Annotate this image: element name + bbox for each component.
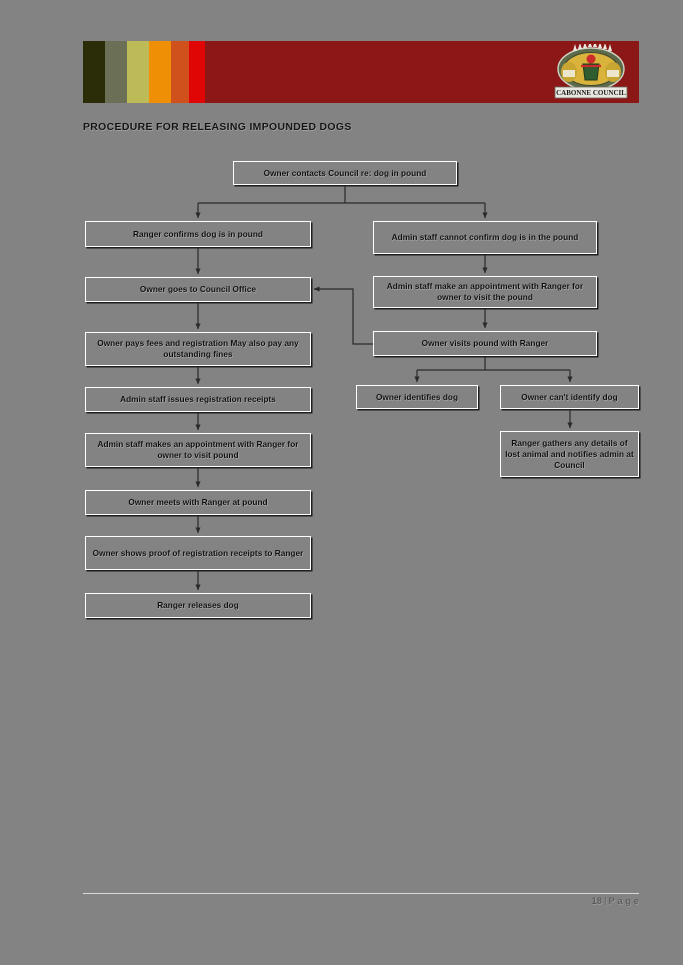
node-owner-shows-proof[interactable]: Owner shows proof of registration receip…: [85, 536, 311, 570]
page-word: P a g e: [608, 896, 639, 907]
node-label: Admin staff issues registration receipts: [120, 394, 276, 404]
page-number-value: 18: [591, 896, 603, 907]
footer-page-number: 18|P a g e: [592, 896, 640, 907]
stripe-dark-orange: [171, 41, 189, 103]
node-ranger-confirms-dog[interactable]: Ranger confirms dog is in pound: [85, 221, 311, 247]
node-label: Ranger releases dog: [157, 600, 239, 610]
cabonne-council-crest-icon: CABONNE COUNCIL: [554, 44, 628, 99]
node-admin-makes-appointment[interactable]: Admin staff makes an appointment with Ra…: [85, 433, 311, 467]
node-label: Admin staff make an appointment with Ran…: [386, 281, 584, 302]
header-banner: CABONNE COUNCIL: [83, 41, 639, 103]
page-title: PROCEDURE FOR RELEASING IMPOUNDED DOGS: [83, 121, 352, 133]
node-label: Owner meets with Ranger at pound: [128, 497, 268, 507]
node-label: Admin staff makes an appointment with Ra…: [97, 439, 299, 460]
node-owner-goes-to-office[interactable]: Owner goes to Council Office: [85, 277, 311, 302]
node-admin-issues-receipts[interactable]: Admin staff issues registration receipts: [85, 387, 311, 412]
node-owner-contacts-council[interactable]: Owner contacts Council re: dog in pound: [233, 161, 457, 185]
node-label: Owner visits pound with Ranger: [421, 338, 549, 348]
node-label: Owner goes to Council Office: [139, 284, 257, 294]
node-admin-cannot-confirm[interactable]: Admin staff cannot confirm dog is in the…: [373, 221, 597, 254]
stripe-orange: [149, 41, 171, 103]
stripe-gray-green: [105, 41, 127, 103]
node-owner-identifies-dog[interactable]: Owner identifies dog: [356, 385, 478, 409]
node-label: Owner contacts Council re: dog in pound: [263, 167, 427, 178]
node-label: Admin staff cannot confirm dog is in the…: [391, 232, 579, 242]
stripe-red: [189, 41, 205, 103]
node-ranger-gathers-details[interactable]: Ranger gathers any details of lost anima…: [500, 431, 639, 477]
node-owner-cant-identify-dog[interactable]: Owner can't identify dog: [500, 385, 639, 409]
page-separator: |: [604, 896, 607, 907]
node-ranger-releases-dog[interactable]: Ranger releases dog: [85, 593, 311, 618]
node-label: Ranger gathers any details of lost anima…: [505, 437, 634, 470]
node-owner-pays-fees[interactable]: Owner pays fees and registration May als…: [85, 332, 311, 366]
node-label: Ranger confirms dog is in pound: [133, 228, 263, 239]
stripe-dark-olive: [83, 41, 105, 103]
node-owner-meets-ranger[interactable]: Owner meets with Ranger at pound: [85, 490, 311, 515]
node-label: Owner can't identify dog: [521, 391, 618, 402]
node-label: Owner pays fees and registration May als…: [97, 338, 299, 359]
footer-rule: [83, 893, 639, 894]
stripe-yellow-green: [127, 41, 149, 103]
crest-caption: CABONNE COUNCIL: [556, 89, 626, 97]
node-owner-visits-pound[interactable]: Owner visits pound with Ranger: [373, 331, 597, 356]
node-label: Owner shows proof of registration receip…: [92, 547, 304, 558]
node-label: Owner identifies dog: [375, 391, 459, 402]
node-admin-make-appointment[interactable]: Admin staff make an appointment with Ran…: [373, 276, 597, 308]
